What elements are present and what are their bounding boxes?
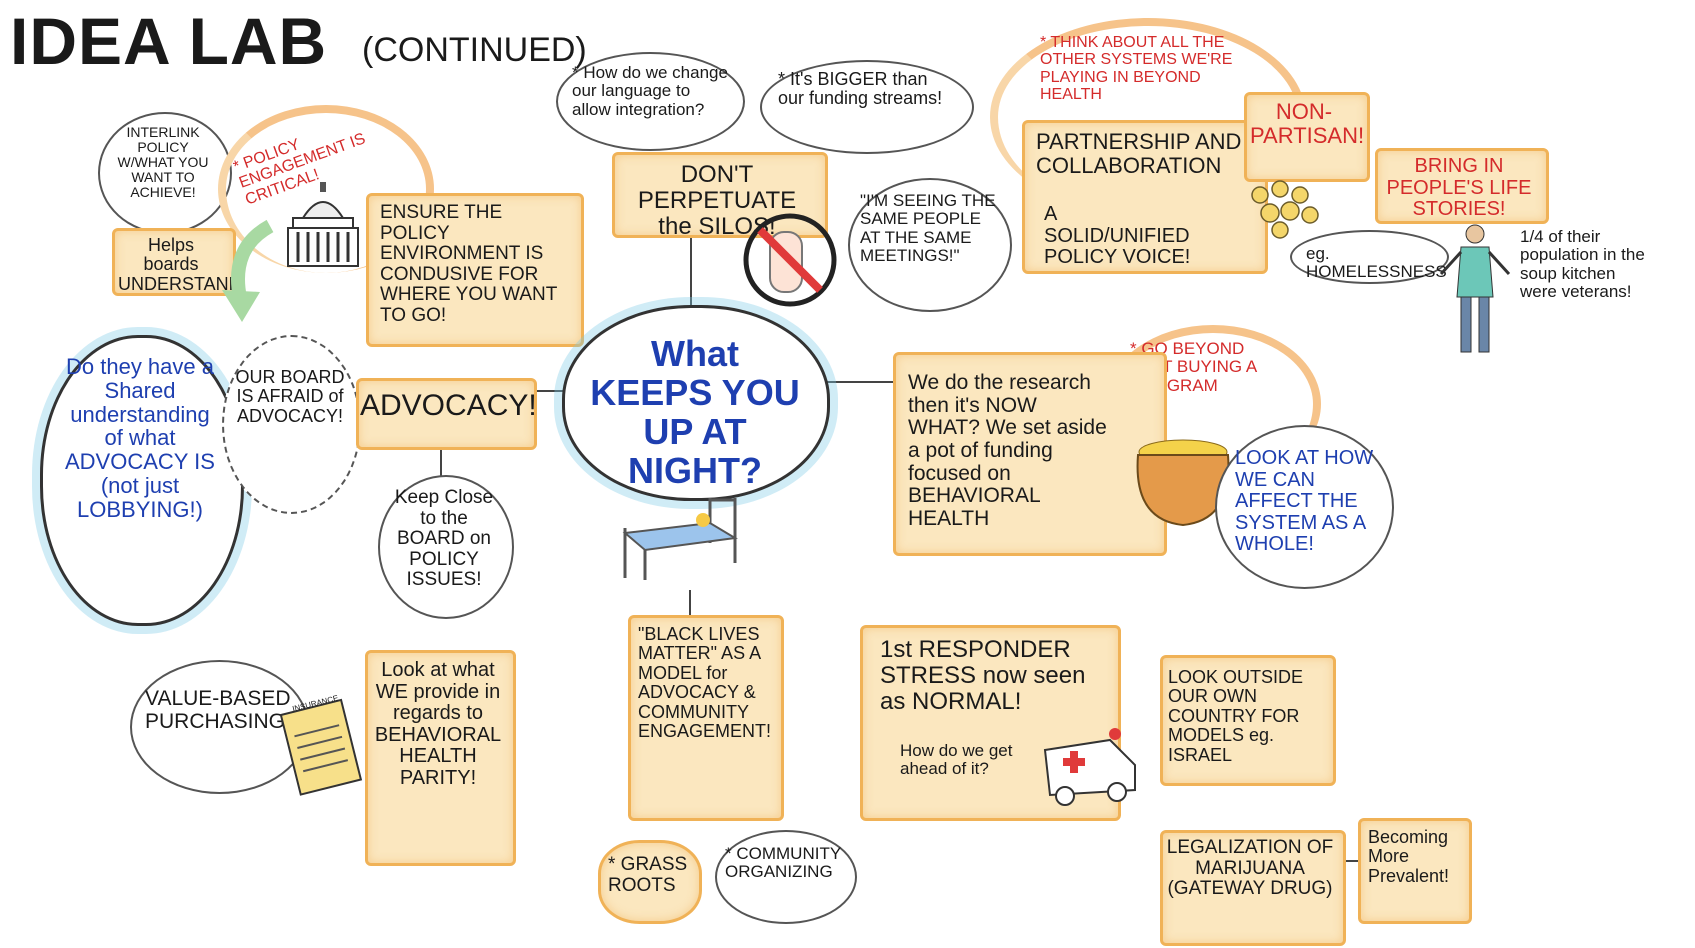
ahead-note: How do we get ahead of it? — [900, 741, 1013, 779]
connector-line — [1340, 860, 1358, 862]
prevalent-box — [1358, 818, 1472, 924]
center-cloud — [562, 305, 830, 501]
dont-perpetuate-box — [612, 152, 828, 238]
bed-icon — [615, 488, 745, 583]
black-lives-note: "BLACK LIVES MATTER" AS A MODEL for ADVO… — [638, 624, 772, 742]
page-subtitle: (CONTINUED) — [362, 31, 587, 69]
dont-perpetuate-note: DON'T PERPETUATE the SILOS! — [637, 161, 797, 240]
community-organizing-bubble — [715, 830, 857, 924]
homelessness-note: eg. HOMELESSNESS — [1306, 244, 1447, 282]
value-based-bubble — [130, 660, 309, 794]
crowd-icon — [1245, 175, 1325, 240]
keep-close-note: Keep Close to the BOARD on POLICY ISSUES… — [394, 487, 494, 591]
person-icon — [1435, 222, 1515, 357]
shared-understanding-cloud — [40, 335, 244, 626]
interlink-note: INTERLINK POLICY W/WHAT YOU WANT TO ACHI… — [117, 124, 209, 201]
outside-country-note: LOOK OUTSIDE OUR OWN COUNTRY FOR MODELS … — [1168, 667, 1304, 765]
ensure-policy-box — [366, 193, 584, 347]
capitol-icon — [278, 178, 368, 273]
responder-note: 1st RESPONDER STRESS now seen as NORMAL! — [880, 636, 1086, 715]
non-partisan-note: NON-PARTISAN! — [1250, 99, 1365, 148]
grass-roots-note: * GRASS ROOTS — [608, 854, 688, 896]
partnership-note: PARTNERSHIP AND COLLABORATION — [1036, 129, 1242, 178]
homelessness-bubble — [1290, 230, 1449, 284]
outside-country-box — [1160, 655, 1336, 786]
marijuana-box — [1160, 830, 1346, 946]
helps-boards-box — [112, 228, 236, 296]
partnership-box — [1022, 120, 1268, 274]
helps-boards-note: Helps boards UNDERSTAND! — [118, 235, 247, 294]
shared-understanding-note: Do they have a Shared understanding of w… — [65, 354, 215, 522]
keep-close-bubble — [378, 475, 514, 619]
green-arrow-icon — [210, 218, 280, 328]
insurance-document-icon — [272, 692, 373, 804]
connector-line — [815, 381, 893, 383]
look-provide-box — [365, 650, 516, 866]
non-partisan-box — [1244, 92, 1370, 182]
ambulance-icon — [1035, 720, 1145, 810]
prevalent-note: Becoming More Prevalent! — [1368, 827, 1450, 886]
no-silos-icon — [740, 210, 840, 310]
research-note: We do the research then it's NOW WHAT? W… — [908, 371, 1107, 531]
marijuana-note: LEGALIZATION OF MARIJUANA (GATEWAY DRUG) — [1166, 837, 1334, 900]
ensure-policy-note: ENSURE THE POLICY ENVIRONMENT IS CONDUSI… — [380, 202, 557, 326]
change-language-note: * How do we change our language to allow… — [572, 63, 728, 119]
bigger-funding-note: * It's BIGGER than our funding streams! — [778, 69, 943, 109]
center-question: What KEEPS YOU UP AT NIGHT? — [590, 333, 800, 491]
board-afraid-note: OUR BOARD IS AFRAID of ADVOCACY! — [235, 367, 345, 426]
solid-voice-note: A SOLID/UNIFIED POLICY VOICE! — [1044, 203, 1191, 269]
pot-of-gold-icon — [1128, 430, 1238, 530]
think-systems-note: * THINK ABOUT ALL THE OTHER SYSTEMS WE'R… — [1040, 34, 1233, 103]
advocacy-note: ADVOCACY! — [360, 389, 537, 422]
policy-engagement-arc — [218, 105, 434, 273]
connector-line — [440, 445, 442, 485]
connector-line — [689, 590, 691, 615]
advocacy-box — [356, 378, 537, 450]
community-organizing-note: * COMMUNITY ORGANIZING — [725, 844, 841, 882]
connector-line — [531, 390, 571, 392]
value-based-note: VALUE-BASED PURCHASING! — [145, 687, 291, 733]
affect-system-note: LOOK AT HOW WE CAN AFFECT THE SYSTEM AS … — [1235, 447, 1374, 556]
seeing-same-bubble — [848, 178, 1012, 312]
life-stories-note: BRING IN PEOPLE'S LIFE STORIES! — [1386, 155, 1532, 221]
grass-roots-box — [598, 840, 702, 924]
bigger-funding-bubble — [760, 60, 974, 154]
page-title: IDEA LAB — [10, 4, 328, 78]
connector-line — [690, 228, 692, 313]
black-lives-box — [628, 615, 784, 821]
life-stories-box — [1375, 148, 1549, 224]
veterans-note: 1/4 of their population in the soup kitc… — [1520, 227, 1645, 302]
look-provide-note: Look at what WE provide in regards to BE… — [374, 659, 502, 789]
seeing-same-note: "I'M SEEING THE SAME PEOPLE AT THE SAME … — [860, 191, 996, 266]
affect-system-bubble — [1215, 425, 1394, 589]
change-language-bubble — [556, 52, 745, 151]
